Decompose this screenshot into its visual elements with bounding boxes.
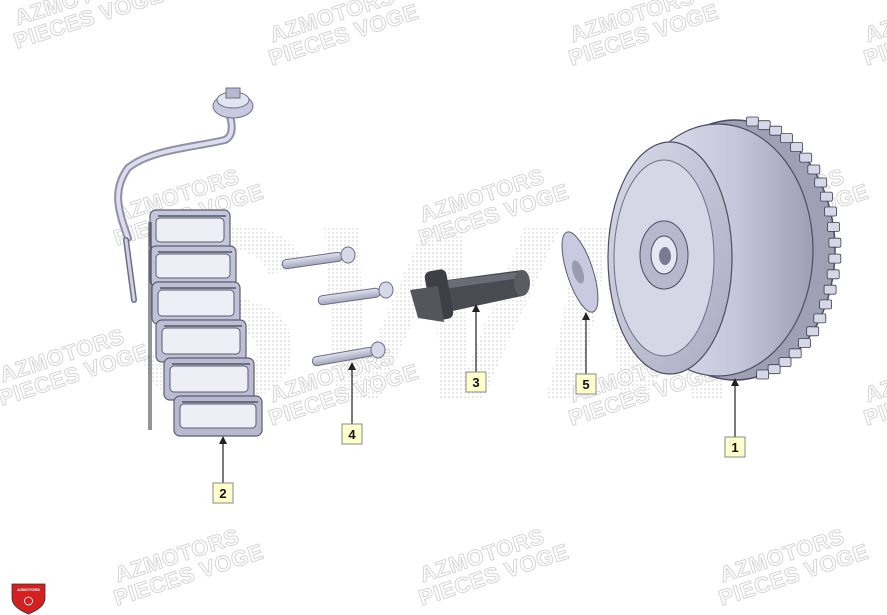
stator-coil-part [114, 87, 263, 437]
rotor-tooth [828, 253, 842, 264]
rotor-tooth [806, 326, 820, 337]
rotor-tooth [780, 133, 793, 144]
logo-shield-icon [11, 583, 46, 615]
bolts-part [281, 246, 394, 367]
rotor-tooth [826, 269, 840, 280]
rotor-tooth [807, 164, 821, 175]
callout-label-5: 5 [582, 377, 589, 392]
rotor-tooth [828, 237, 842, 248]
rotor-tooth [820, 191, 833, 202]
rotor-tooth [823, 284, 837, 295]
callout-label-3: 3 [472, 375, 479, 390]
rotor-tooth [769, 125, 783, 136]
rotor-tooth [827, 221, 840, 232]
callout-label-4: 4 [348, 427, 356, 442]
rotor-tooth [824, 206, 837, 217]
logo-text: AZMOTORS [17, 587, 40, 592]
callout-box-4 [341, 423, 363, 445]
callouts: 1 2 3 4 5 [212, 304, 746, 504]
callout-label-2: 2 [219, 486, 226, 501]
rotor-tooth [790, 142, 803, 153]
callout-box-1 [724, 436, 746, 458]
callout-box-5 [575, 373, 597, 395]
callout-box-3 [465, 371, 487, 393]
rotor-tooth [799, 152, 813, 163]
rotor-tooth [798, 338, 811, 348]
rotor-tooth [814, 177, 828, 188]
rotor-tooth [778, 357, 792, 368]
flywheel-rotor-part [607, 116, 842, 381]
rotor-tooth [746, 116, 759, 127]
watermark-line1: AZMOTORS [861, 343, 887, 407]
rotor-tooth [767, 364, 781, 375]
rotor-tooth [756, 369, 769, 380]
rotor-tooth [788, 348, 802, 359]
rotor-tooth [757, 120, 771, 131]
callout-box-2 [212, 482, 234, 504]
rotor-tooth [813, 313, 827, 324]
drive-shaft-part [410, 269, 530, 322]
azmotors-logo: AZMOTORS [11, 583, 46, 615]
washer-part [561, 231, 599, 313]
rotor-teeth [746, 116, 842, 380]
rotor-tooth [819, 299, 832, 310]
callout-label-1: 1 [731, 440, 738, 455]
